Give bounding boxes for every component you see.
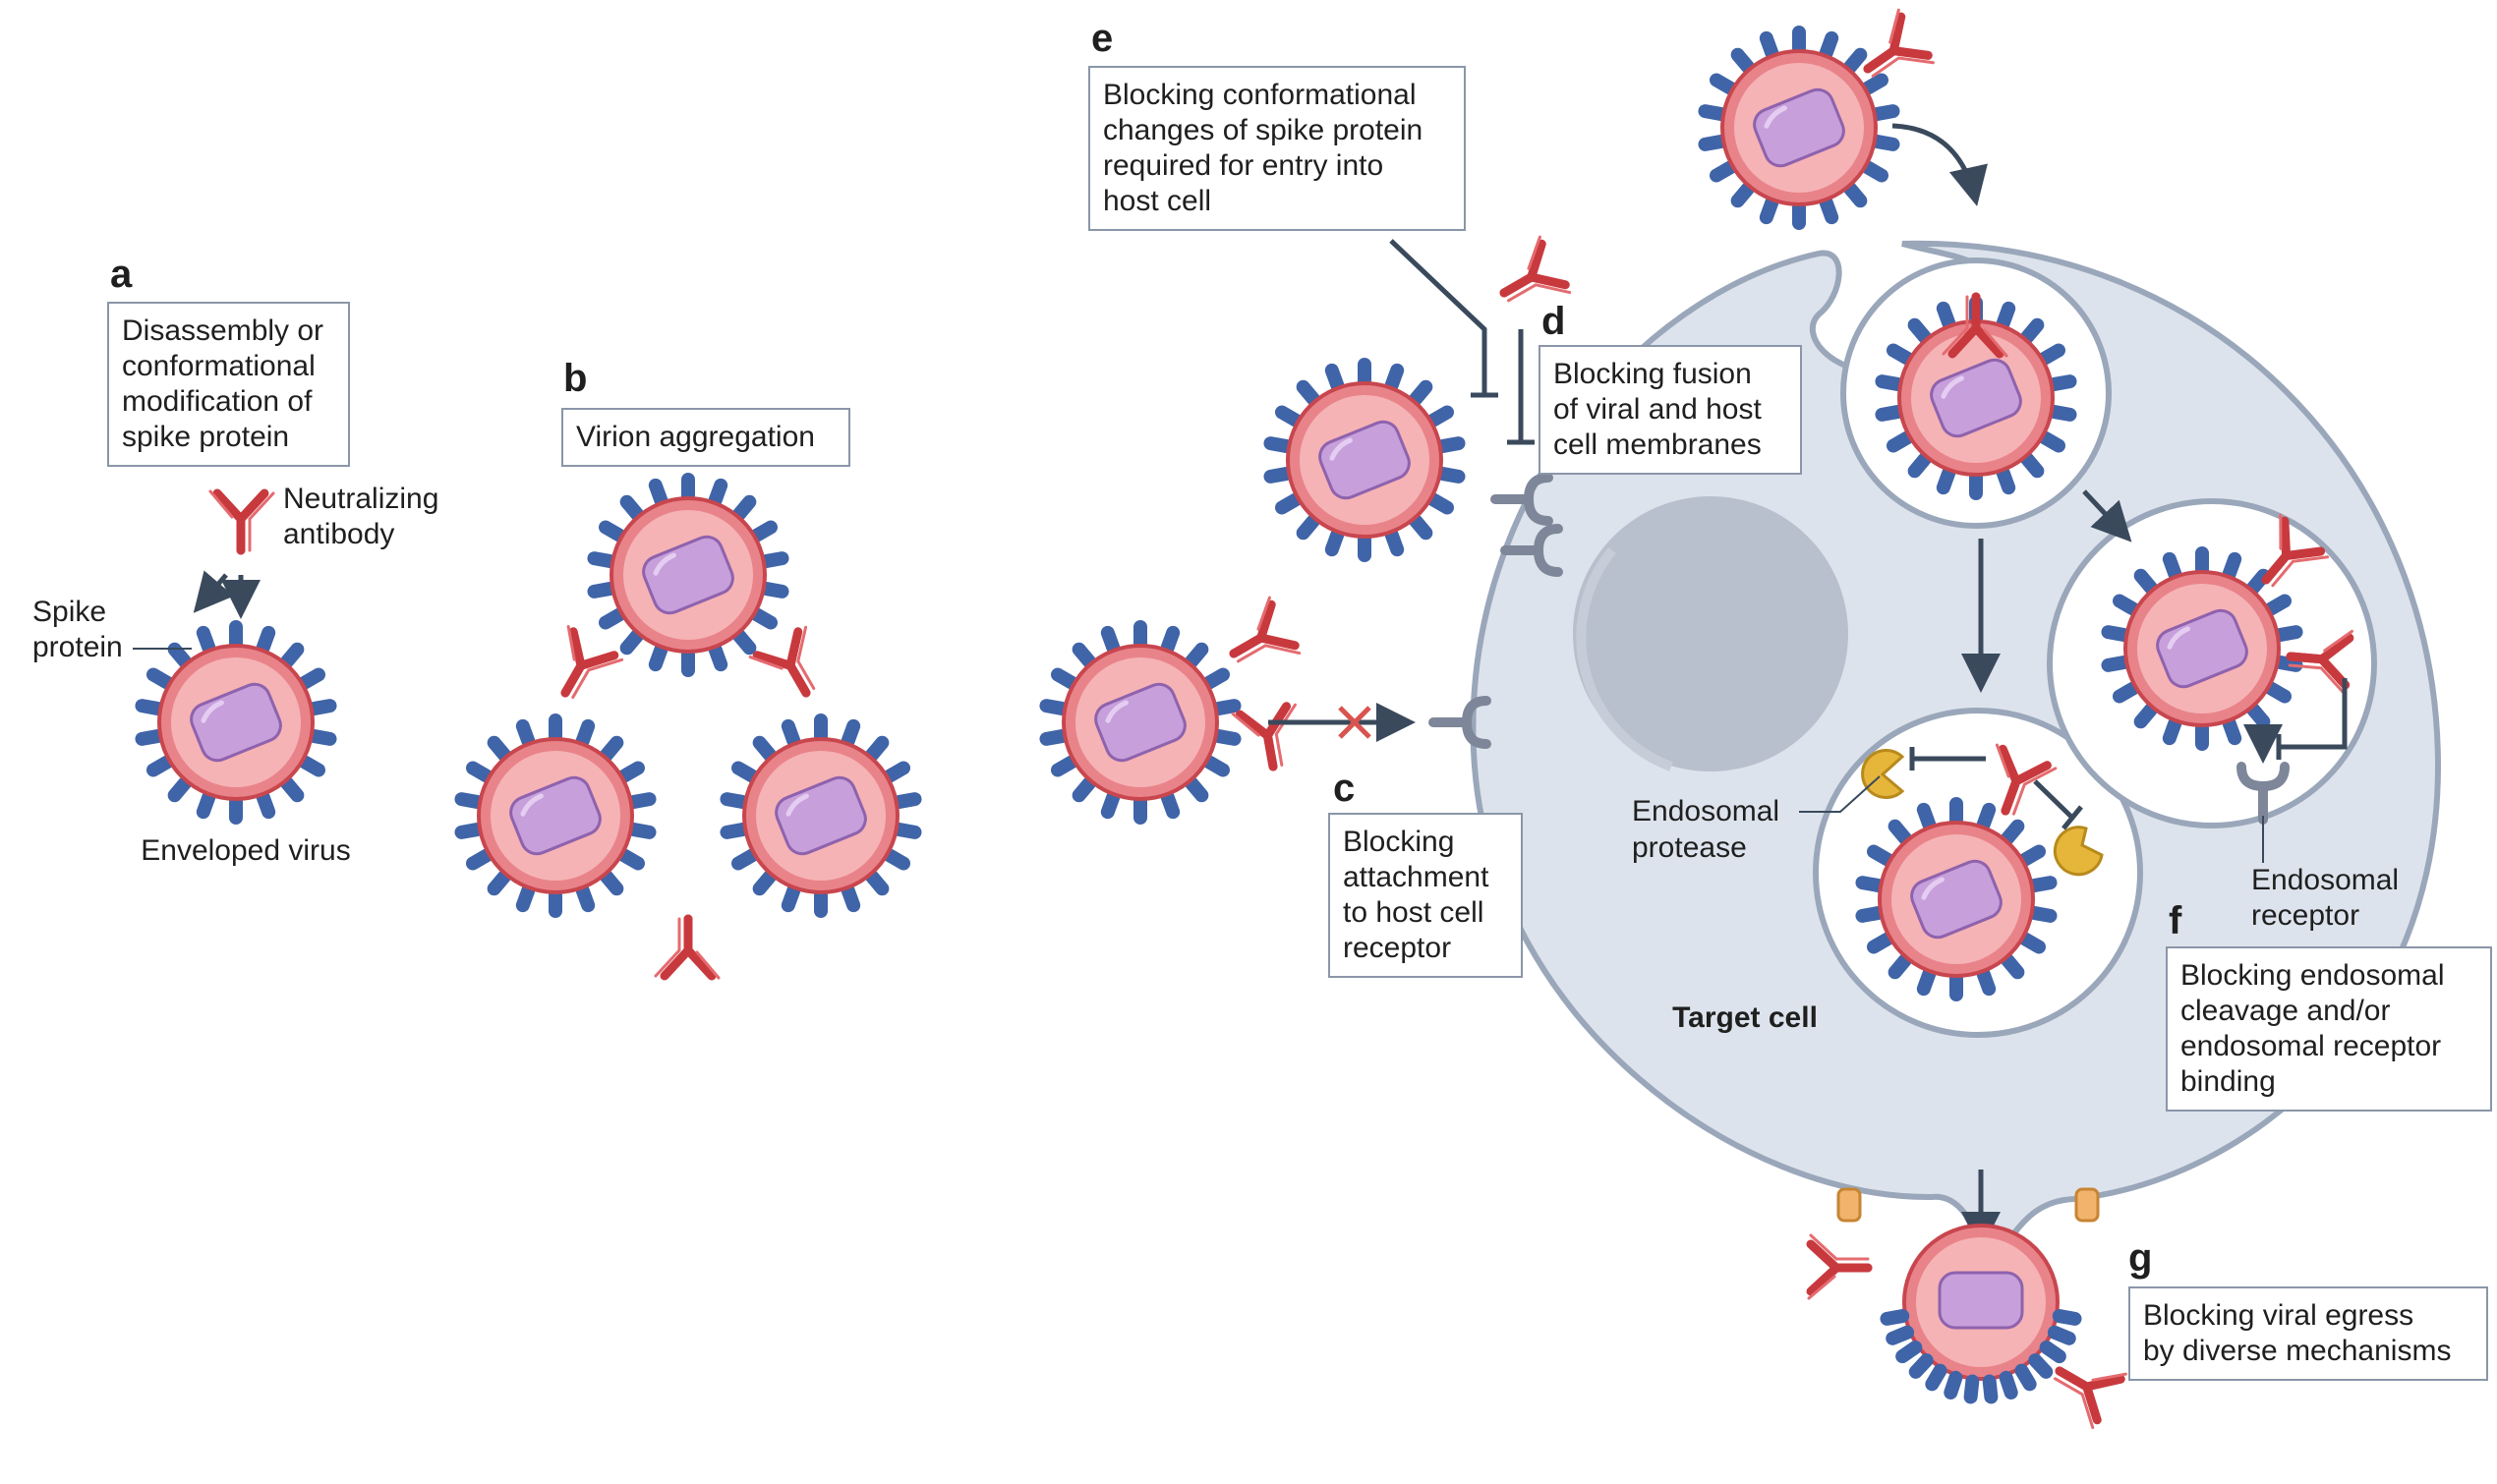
antibody-panel-a [210, 491, 273, 550]
panel-a-caption-line: Disassembly or [122, 314, 323, 347]
enveloped-virus-a [134, 620, 337, 825]
protease-icon-right [2053, 826, 2104, 877]
panel-a-caption-line: conformational [122, 350, 316, 382]
panel-a-caption-line: modification of [122, 385, 313, 418]
antibody-panel-c-bottom [1233, 703, 1305, 771]
panel-f-caption-line: binding [2180, 1065, 2276, 1098]
panel-d-caption-line: cell membranes [1553, 428, 1762, 461]
panel-c-caption-line: to host cell [1343, 896, 1483, 929]
panel-e-caption-line: Blocking conformational [1103, 79, 1417, 111]
receptor-endosome [2047, 498, 2377, 828]
endosomal-receptor-label: Endosomal [2251, 864, 2399, 896]
endosomal-receptor-label: receptor [2251, 899, 2359, 932]
neutralizing-antibody-label: Neutralizing [283, 483, 438, 515]
virus-entering-top [1697, 10, 1988, 230]
panel-letter-b: b [563, 357, 587, 400]
spike-protein-label: protein [32, 631, 123, 663]
antibody-bridge-right [750, 626, 834, 709]
target-cell-label: Target cell [1672, 1001, 1818, 1034]
labels: a b c d e f g Disassembly orconformationalmodif… [32, 17, 2492, 1381]
virus-panel-c [1038, 598, 1486, 825]
panel-b-caption-line: Virion aggregation [576, 421, 815, 453]
spike-protein-label: Spike [32, 596, 106, 628]
panel-a-caption-box [107, 302, 350, 467]
endosomal-protease-label: Endosomal [1632, 795, 1779, 828]
panel-letter-f: f [2169, 899, 2182, 942]
antibody-bridge-bottom [656, 919, 719, 978]
antibody-bridge-left [539, 627, 622, 710]
neutralizing-antibody-label: antibody [283, 518, 394, 550]
virus-panel-de [1262, 237, 1571, 572]
panel-letter-e: e [1091, 17, 1113, 60]
nucleus [1573, 496, 1848, 771]
panel-f-caption-line: endosomal receptor [2180, 1030, 2441, 1062]
panel-d-caption-line: Blocking fusion [1553, 358, 1752, 390]
aggregated-virus-right [719, 713, 922, 918]
aggregated-virus-left [453, 713, 657, 918]
panel-f-caption-line: cleavage and/or [2180, 995, 2391, 1027]
panel-f-caption-line: Blocking endosomal [2180, 959, 2445, 992]
panel-c-caption-line: receptor [1343, 932, 1451, 964]
panel-c-caption-line: attachment [1343, 861, 1489, 893]
panel-f-caption-box [2166, 946, 2492, 1112]
panel-letter-a: a [110, 253, 133, 296]
panel-a-caption-line: spike protein [122, 421, 289, 453]
panel-letter-d: d [1541, 300, 1565, 343]
endosomal-protease-label: protease [1632, 831, 1747, 864]
egress-factor-left [1836, 1187, 1862, 1223]
protease-leader-line [1799, 775, 1881, 813]
panel-d-caption-line: of viral and host [1553, 393, 1762, 426]
antibody-egress-left [1809, 1235, 1868, 1298]
panel-e-caption-box [1088, 66, 1466, 231]
panel-c-caption-box [1328, 813, 1523, 978]
panel-g-caption-line: Blocking viral egress [2143, 1299, 2413, 1332]
protease-endosome [1813, 708, 2143, 1038]
protease-icon-left [1861, 749, 1905, 799]
panel-letter-c: c [1333, 767, 1355, 810]
panel-e-caption-line: required for entry into [1103, 149, 1383, 182]
panel-b [453, 473, 922, 978]
entry-endosome [1840, 257, 2112, 529]
panel-b-caption-box [561, 408, 850, 467]
panel-e-caption-line: host cell [1103, 185, 1211, 217]
panel-a [133, 491, 338, 825]
egress-factor-right [2074, 1187, 2100, 1223]
panel-e-caption-line: changes of spike protein [1103, 114, 1423, 146]
aggregated-virus-top [586, 473, 789, 677]
blocked-x-icon [1338, 706, 1371, 739]
panel-g-caption-line: by diverse mechanisms [2143, 1335, 2451, 1367]
panel-g-caption-box [2128, 1286, 2488, 1381]
panel-letter-g: g [2128, 1236, 2152, 1280]
enveloped-virus-label: Enveloped virus [141, 834, 350, 867]
panel-d-caption-box [1539, 345, 1802, 475]
budding-virus [1809, 1187, 2125, 1429]
antibody-panel-c-top [1219, 598, 1302, 681]
panel-c-caption-line: Blocking [1343, 826, 1454, 858]
